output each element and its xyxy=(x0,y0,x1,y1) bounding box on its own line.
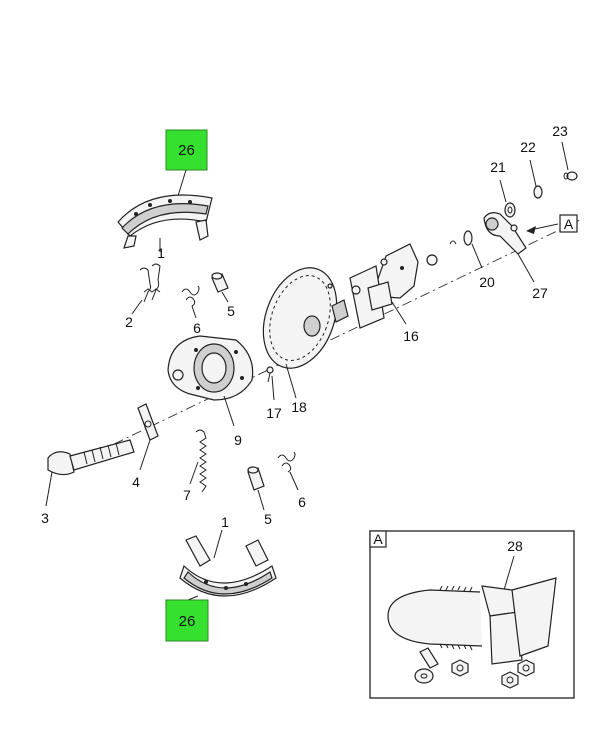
part-badge-top[interactable]: 26 xyxy=(165,129,208,171)
u-bolt xyxy=(387,585,483,651)
hex-nut-2 xyxy=(501,671,519,689)
callout-5-bottom: 5 xyxy=(264,511,272,527)
camshaft-seal-plate xyxy=(137,403,159,441)
callout-28: 28 xyxy=(507,538,523,554)
callout-5-top: 5 xyxy=(227,303,235,319)
return-spring-pair xyxy=(139,263,161,303)
camshaft xyxy=(47,439,135,476)
callout-16: 16 xyxy=(403,328,419,344)
callout-27: 27 xyxy=(532,285,548,301)
view-marker-a[interactable]: A xyxy=(526,214,578,234)
callout-22: 22 xyxy=(520,139,536,155)
detail-view-label: A xyxy=(373,531,383,547)
callout-3: 3 xyxy=(41,510,49,526)
callout-9: 9 xyxy=(234,432,242,448)
badge-top-label: 26 xyxy=(178,142,195,159)
callout-17: 17 xyxy=(266,405,282,421)
spider-bolt xyxy=(266,366,274,383)
snap-ring-23 xyxy=(563,171,578,181)
cam-roller-bottom xyxy=(247,466,265,491)
callout-6-bottom: 6 xyxy=(298,494,306,510)
callout-18: 18 xyxy=(291,399,307,415)
brake-spider xyxy=(167,335,254,401)
hex-nut-1 xyxy=(451,659,469,677)
washer-21 xyxy=(504,202,516,218)
callout-1-top: 1 xyxy=(157,245,165,261)
part-badge-bottom[interactable]: 26 xyxy=(165,599,209,642)
dust-shield xyxy=(262,267,338,369)
slack-adjuster xyxy=(483,212,527,255)
callout-4: 4 xyxy=(132,474,140,490)
lock-washer xyxy=(414,668,434,684)
anchor-clip-bottom xyxy=(277,451,296,473)
callout-23: 23 xyxy=(552,123,568,139)
brake-shoe-top xyxy=(117,194,213,249)
callout-2: 2 xyxy=(125,314,133,330)
badge-bottom-label: 26 xyxy=(179,613,196,630)
u-bolt-bracket xyxy=(481,577,557,665)
detail-view-a: A 28 xyxy=(369,530,575,699)
callout-7: 7 xyxy=(183,487,191,503)
washer-20 xyxy=(449,230,473,246)
chamber-bracket xyxy=(327,243,438,329)
callout-1-bottom: 1 xyxy=(221,514,229,530)
callout-6-top: 6 xyxy=(193,320,201,336)
shoe-return-spring xyxy=(195,429,207,493)
cam-roller-top xyxy=(211,272,229,293)
anchor-clip-top xyxy=(181,285,200,307)
view-marker-label: A xyxy=(564,216,574,232)
callout-20: 20 xyxy=(479,274,495,290)
callout-21: 21 xyxy=(490,159,506,175)
hex-bolt xyxy=(419,647,439,669)
brake-shoe-bottom xyxy=(179,535,277,597)
washer-22 xyxy=(533,185,543,199)
hex-nut-3 xyxy=(517,659,535,677)
